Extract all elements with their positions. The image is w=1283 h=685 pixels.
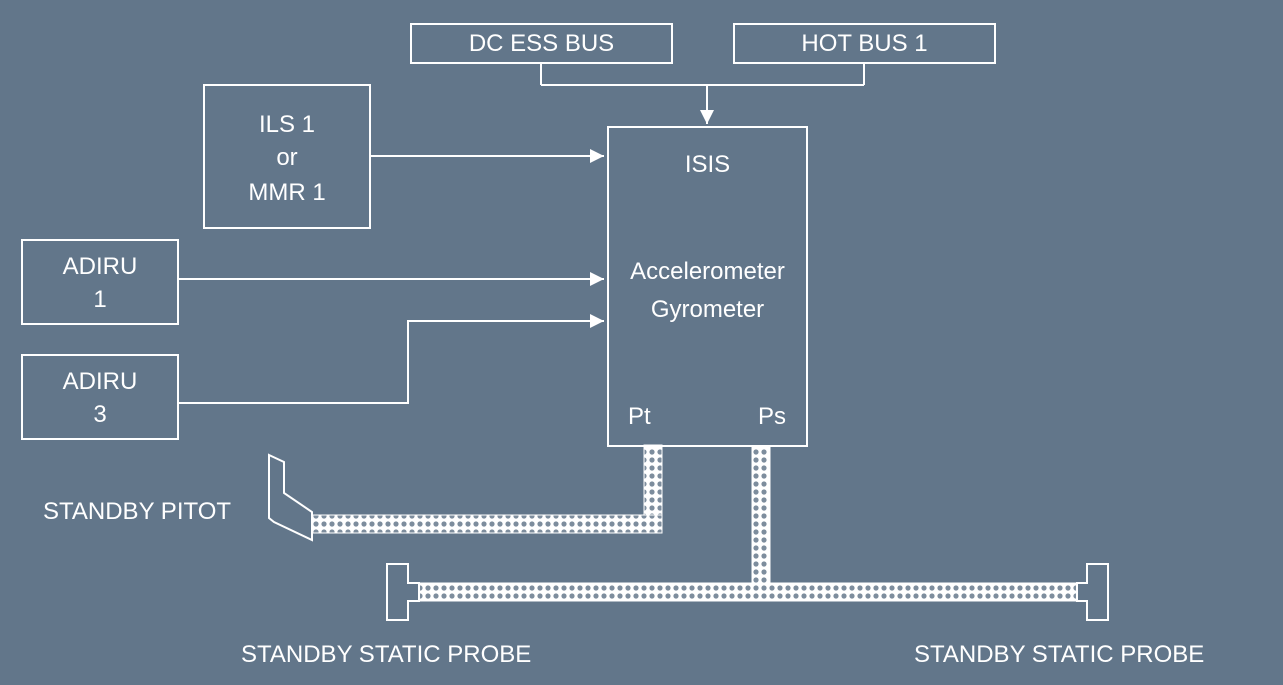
ils-label-line1: ILS 1 <box>258 111 316 138</box>
ils-label-line3: MMR 1 <box>248 179 326 206</box>
standby-pitot-label: STANDBY PITOT <box>43 498 232 525</box>
isis-title: ISIS <box>684 151 731 178</box>
pt-port-label: Pt <box>628 403 651 430</box>
adiru-1-box: ADIRU 1 <box>21 239 179 325</box>
power-bus-connector <box>540 64 865 124</box>
adiru3-to-isis-arrow <box>178 314 604 404</box>
isis-box: ISIS Accelerometer Gyrometer Pt Ps <box>607 126 808 447</box>
dc-ess-bus-box: DC ESS BUS <box>410 23 673 64</box>
adiru-3-label-line1: ADIRU <box>62 368 138 395</box>
accelerometer-label: Accelerometer <box>630 258 785 285</box>
ils-label-line2: or <box>276 144 298 171</box>
static-probe-left <box>386 563 420 621</box>
ps-port-label: Ps <box>758 403 787 430</box>
adiru-3-box: ADIRU 3 <box>21 354 179 440</box>
adiru-1-label-line1: ADIRU <box>62 253 138 280</box>
dc-ess-bus-label: DC ESS BUS <box>468 30 615 57</box>
adiru-3-label-line2: 3 <box>93 401 107 428</box>
pitot-pressure-line <box>311 444 663 534</box>
hot-bus-1-box: HOT BUS 1 <box>733 23 996 64</box>
gyrometer-label: Gyrometer <box>650 296 765 323</box>
hot-bus-1-label: HOT BUS 1 <box>801 30 928 57</box>
static-probe-left-label: STANDBY STATIC PROBE <box>241 641 532 668</box>
ils-mmr-box: ILS 1 or MMR 1 <box>203 84 371 229</box>
standby-pitot-probe <box>268 453 313 542</box>
static-probe-right-label: STANDBY STATIC PROBE <box>914 641 1205 668</box>
adiru-1-label-line2: 1 <box>93 286 107 313</box>
static-probe-right <box>1076 563 1109 621</box>
